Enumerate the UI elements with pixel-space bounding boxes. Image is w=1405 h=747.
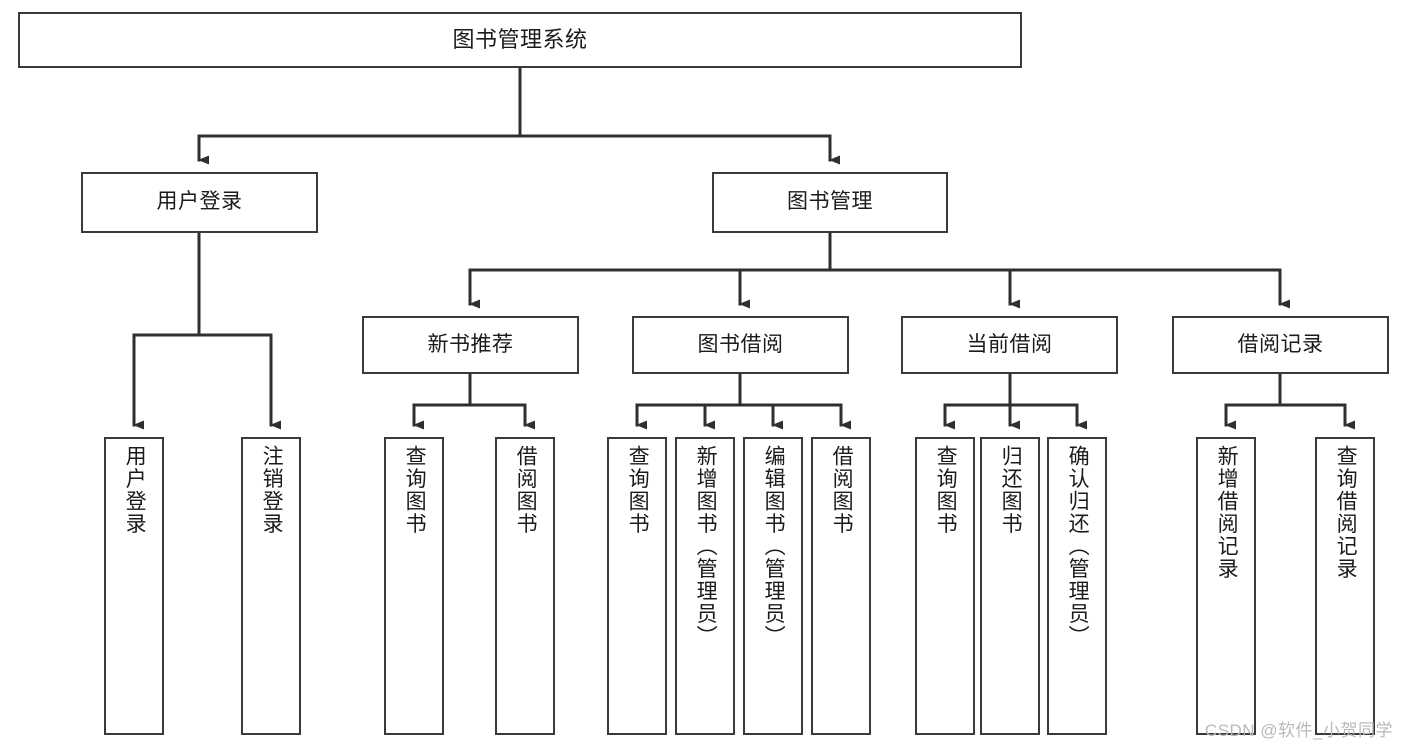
node-label: 确认归还（管理员） [1066, 445, 1090, 648]
node-label: 归还图书 [999, 445, 1023, 535]
node-leaf-edit-book[interactable]: 编辑图书（管理员） [743, 437, 803, 735]
node-label: 查询图书 [934, 445, 958, 535]
node-current-borrow[interactable]: 当前借阅 [901, 316, 1118, 374]
node-user-login[interactable]: 用户登录 [81, 172, 318, 233]
node-leaf-add-book[interactable]: 新增图书（管理员） [675, 437, 735, 735]
node-leaf-confirm-return[interactable]: 确认归还（管理员） [1047, 437, 1107, 735]
node-root-system[interactable]: 图书管理系统 [18, 12, 1022, 68]
node-label: 查询借阅记录 [1334, 445, 1358, 580]
node-label: 注销登录 [260, 445, 284, 535]
node-label: 借阅图书 [830, 445, 854, 535]
node-book-manage[interactable]: 图书管理 [712, 172, 948, 233]
node-label: 新增借阅记录 [1215, 445, 1239, 580]
node-leaf-logout[interactable]: 注销登录 [241, 437, 301, 735]
node-leaf-query-book-current[interactable]: 查询图书 [915, 437, 975, 735]
node-label: 编辑图书（管理员） [762, 445, 786, 648]
node-label: 用户登录 [123, 445, 147, 535]
node-leaf-add-borrow-record[interactable]: 新增借阅记录 [1196, 437, 1256, 735]
node-label: 查询图书 [626, 445, 650, 535]
node-leaf-borrow-book-recommend[interactable]: 借阅图书 [495, 437, 555, 735]
node-label: 借阅记录 [1237, 332, 1324, 356]
node-leaf-query-borrow-record[interactable]: 查询借阅记录 [1315, 437, 1375, 735]
node-label: 图书管理系统 [452, 27, 588, 53]
node-label: 借阅图书 [514, 445, 538, 535]
node-label: 新书推荐 [427, 332, 514, 356]
node-new-book-recommend[interactable]: 新书推荐 [362, 316, 579, 374]
node-label: 当前借阅 [966, 332, 1053, 356]
node-leaf-query-book-recommend[interactable]: 查询图书 [384, 437, 444, 735]
node-label: 图书管理 [787, 190, 873, 214]
node-book-borrow[interactable]: 图书借阅 [632, 316, 849, 374]
node-leaf-borrow-book[interactable]: 借阅图书 [811, 437, 871, 735]
node-leaf-return-book[interactable]: 归还图书 [980, 437, 1040, 735]
node-label: 图书借阅 [697, 332, 784, 356]
node-label: 查询图书 [403, 445, 427, 535]
node-label: 用户登录 [156, 190, 243, 214]
node-borrow-record[interactable]: 借阅记录 [1172, 316, 1389, 374]
node-leaf-user-login[interactable]: 用户登录 [104, 437, 164, 735]
node-label: 新增图书（管理员） [694, 445, 718, 648]
csdn-watermark: CSDN @软件_小贺同学 [1204, 721, 1393, 740]
node-leaf-query-book-borrow[interactable]: 查询图书 [607, 437, 667, 735]
